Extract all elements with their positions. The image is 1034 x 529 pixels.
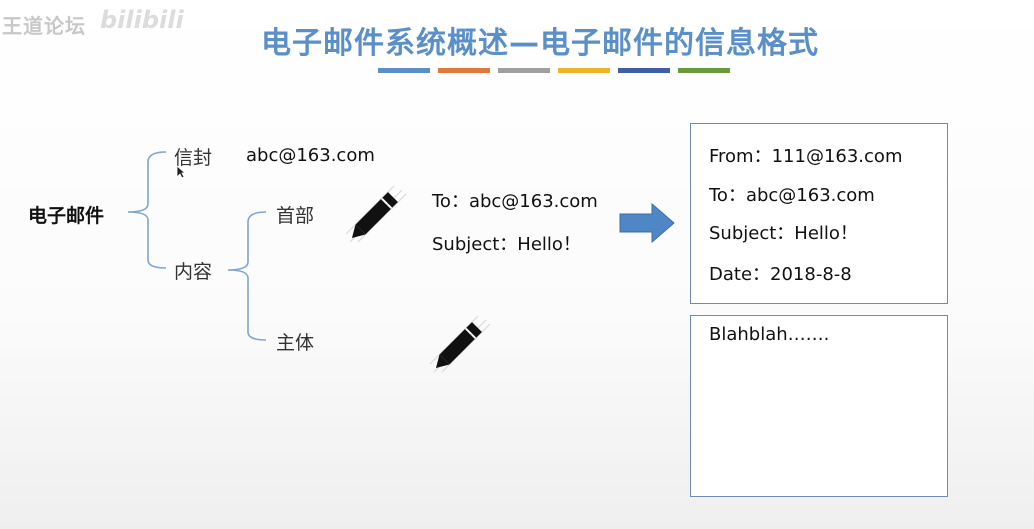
watermark-logo: bilibili bbox=[100, 6, 184, 34]
cursor-icon bbox=[176, 165, 186, 179]
tree-root-label: 电子邮件 bbox=[28, 205, 105, 227]
content-label: 内容 bbox=[174, 261, 213, 283]
stripe-1 bbox=[378, 68, 430, 73]
arrow-right-icon bbox=[619, 202, 675, 244]
header-date: Date：2018-8-8 bbox=[709, 264, 852, 285]
stripe-2 bbox=[438, 68, 490, 73]
body-label: 主体 bbox=[276, 332, 315, 354]
body-text: Blahblah……. bbox=[709, 324, 830, 345]
draft-to: To：abc@163.com bbox=[432, 191, 598, 212]
draft-subject: Subject：Hello！ bbox=[432, 234, 581, 255]
pencil-icon bbox=[429, 315, 491, 373]
header-subject: Subject：Hello！ bbox=[709, 223, 858, 244]
stripe-6 bbox=[678, 68, 730, 73]
stripe-5 bbox=[618, 68, 670, 73]
body-box: Blahblah……. bbox=[690, 315, 948, 497]
header-label: 首部 bbox=[276, 205, 315, 227]
stripe-3 bbox=[498, 68, 550, 73]
header-from: From：111@163.com bbox=[709, 146, 903, 167]
envelope-label: 信封 bbox=[174, 147, 213, 169]
watermark-text: 王道论坛 bbox=[2, 14, 86, 38]
header-to: To：abc@163.com bbox=[709, 185, 875, 206]
envelope-value: abc@163.com bbox=[246, 145, 375, 166]
slide-title: 电子邮件系统概述—电子邮件的信息格式 bbox=[261, 26, 819, 61]
pencil-icon bbox=[345, 185, 407, 243]
header-box: From：111@163.com To：abc@163.com Subject：… bbox=[690, 123, 948, 304]
stripe-4 bbox=[558, 68, 610, 73]
